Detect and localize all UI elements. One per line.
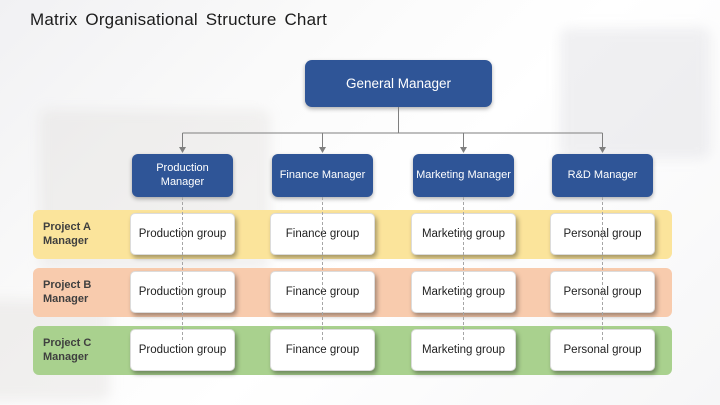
project-a-row-band: Project A Manager Production group Finan… [33, 210, 672, 259]
production-manager-node[interactable]: Production Manager [132, 154, 233, 197]
dashed-column-line [602, 197, 603, 340]
rnd-manager-label: R&D Manager [567, 168, 638, 181]
page-title: Matrix Organisational Structure Chart [30, 10, 328, 29]
dashed-column-line [182, 197, 183, 340]
marketing-manager-label: Marketing Manager [416, 168, 511, 181]
project-b-manager-label: Project B Manager [43, 278, 92, 306]
dashed-column-line [322, 197, 323, 340]
rnd-manager-node[interactable]: R&D Manager [552, 154, 653, 197]
general-manager-node[interactable]: General Manager [305, 60, 492, 107]
dashed-column-line [463, 197, 464, 340]
marketing-manager-node[interactable]: Marketing Manager [413, 154, 514, 197]
production-manager-label: Production Manager [156, 162, 209, 188]
finance-manager-node[interactable]: Finance Manager [272, 154, 373, 197]
project-a-manager-label: Project A Manager [43, 220, 91, 248]
project-c-row-band: Project C Manager Production group Finan… [33, 326, 672, 375]
project-c-manager-label: Project C Manager [43, 336, 92, 364]
project-b-row-band: Project B Manager Production group Finan… [33, 268, 672, 317]
background-blob [560, 28, 710, 158]
finance-manager-label: Finance Manager [279, 168, 366, 181]
general-manager-label: General Manager [345, 76, 452, 91]
